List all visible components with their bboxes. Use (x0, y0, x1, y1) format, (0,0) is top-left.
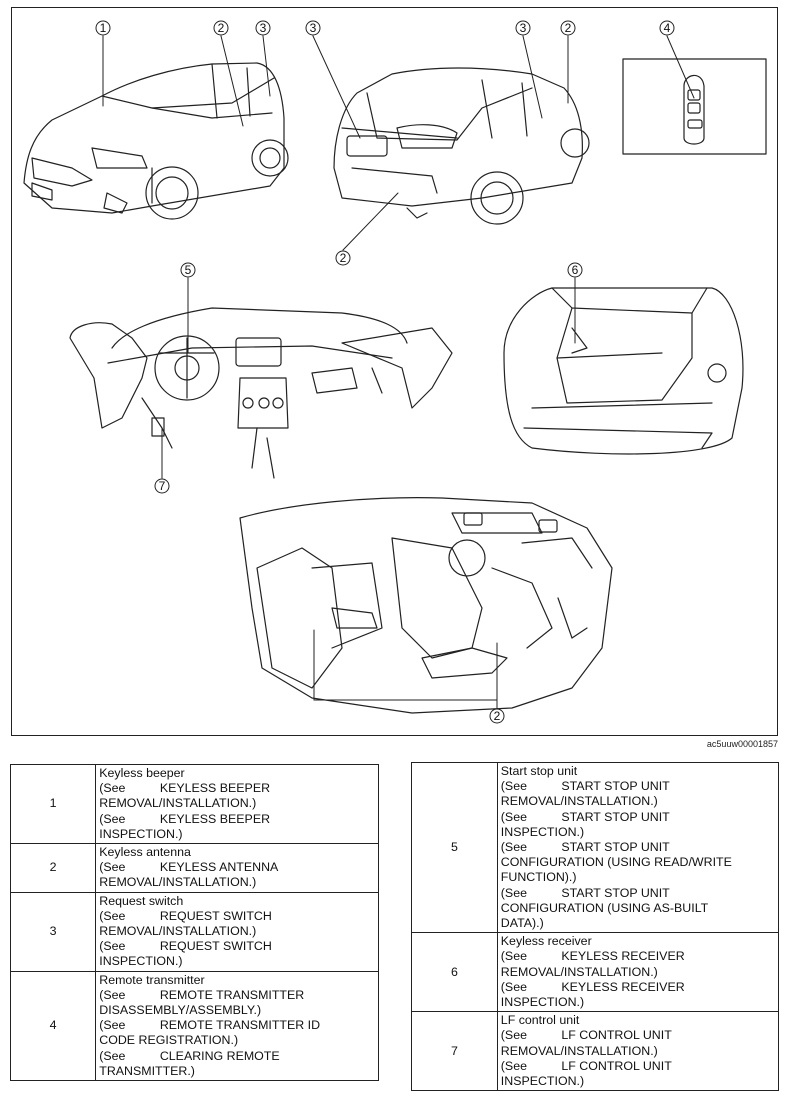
reference-line[interactable]: INSPECTION.) (500, 1074, 585, 1089)
component-name: Request switch (99, 893, 184, 908)
reference-line[interactable]: (See START STOP UNIT (500, 885, 670, 900)
component-name: Keyless beeper (99, 766, 185, 780)
reference-line[interactable]: CONFIGURATION (USING AS-BUILT (500, 900, 709, 915)
reference-line[interactable]: (See KEYLESS BEEPER (99, 811, 271, 826)
callout-2: 2 (494, 709, 501, 723)
remote-transmitter-illustration (622, 58, 767, 155)
callout-3: 3 (310, 21, 317, 35)
callout-leader-lines (102, 35, 695, 709)
reference-line[interactable]: (See REQUEST SWITCH (99, 908, 272, 923)
reference-line[interactable]: (See START STOP UNIT (500, 840, 670, 855)
figure-id: ac5uuw00001857 (706, 739, 778, 749)
reference-line[interactable]: CONFIGURATION (USING READ/WRITE (500, 855, 732, 870)
callout-2: 2 (340, 251, 347, 265)
item-number: 4 (9, 970, 97, 1082)
callout-3: 3 (520, 21, 527, 35)
reference-line[interactable]: (See KEYLESS ANTENNA (99, 860, 279, 875)
item-number: 2 (9, 843, 97, 893)
reference-line[interactable]: REMOVAL/INSTALLATION.) (99, 796, 257, 811)
reference-line[interactable]: (See KEYLESS RECEIVER (500, 979, 685, 994)
reference-line[interactable]: FUNCTION).) (500, 870, 577, 885)
reference-line[interactable]: (See START STOP UNIT (500, 809, 670, 824)
callout-1: 1 (100, 21, 107, 35)
item-description: Remote transmitter(See REMOTE TRANSMITTE… (95, 970, 379, 1082)
reference-line[interactable]: REMOVAL/INSTALLATION.) (500, 964, 658, 979)
reference-line[interactable]: DISASSEMBLY/ASSEMBLY.) (99, 1003, 262, 1018)
figure-illustration: 1 2 3 3 3 2 4 2 5 6 7 2 (23, 20, 767, 724)
callout-5: 5 (185, 263, 192, 277)
component-name: Remote transmitter (99, 972, 205, 987)
reference-line[interactable]: (See KEYLESS RECEIVER (500, 949, 685, 964)
reference-line[interactable]: DATA).) (500, 916, 544, 931)
reference-line[interactable]: (See KEYLESS BEEPER (99, 781, 271, 796)
component-name: LF control unit (500, 1013, 580, 1028)
cargo-area-illustration (503, 287, 744, 455)
callout-6: 6 (572, 263, 579, 277)
reference-line[interactable]: (See LF CONTROL UNIT (500, 1058, 672, 1073)
callout-3: 3 (260, 21, 267, 35)
rear-vehicle-illustration (333, 67, 590, 225)
reference-line[interactable]: CODE REGISTRATION.) (99, 1033, 239, 1048)
item-number: 5 (411, 761, 498, 934)
reference-line[interactable]: REMOVAL/INSTALLATION.) (99, 875, 257, 890)
reference-line[interactable]: (See START STOP UNIT (500, 779, 670, 794)
reference-line[interactable]: (See LF CONTROL UNIT (500, 1028, 672, 1043)
component-name: Keyless antenna (99, 845, 191, 860)
item-number: 1 (9, 763, 97, 845)
item-number: 6 (411, 932, 498, 1013)
reference-line[interactable]: (See REMOTE TRANSMITTER ID (99, 1018, 321, 1033)
vehicle-interior-illustration (239, 497, 613, 714)
front-vehicle-illustration (23, 62, 289, 220)
reference-line[interactable]: INSPECTION.) (500, 824, 585, 839)
reference-line[interactable]: (See CLEARING REMOTE (99, 1048, 280, 1063)
callout-4: 4 (664, 21, 671, 35)
reference-line[interactable]: (See REQUEST SWITCH (99, 939, 272, 954)
reference-line[interactable]: TRANSMITTER.) (99, 1063, 195, 1078)
callout-7: 7 (159, 479, 166, 493)
callout-2: 2 (565, 21, 572, 35)
dashboard-illustration (69, 307, 453, 479)
reference-line[interactable]: REMOVAL/INSTALLATION.) (500, 794, 658, 809)
component-name: Start stop unit (500, 764, 578, 778)
reference-line[interactable]: INSPECTION.) (500, 995, 585, 1010)
component-name: Keyless receiver (500, 934, 592, 949)
callout-2: 2 (218, 21, 225, 35)
reference-line[interactable]: INSPECTION.) (99, 954, 183, 969)
reference-line[interactable]: (See REMOTE TRANSMITTER (99, 987, 305, 1002)
reference-line[interactable]: INSPECTION.) (99, 826, 183, 841)
item-number: 3 (9, 891, 97, 972)
component-location-figure: 1 2 3 3 3 2 4 2 5 6 7 2 (11, 7, 778, 736)
reference-line[interactable]: REMOVAL/INSTALLATION.) (99, 924, 257, 939)
reference-line[interactable]: REMOVAL/INSTALLATION.) (500, 1043, 658, 1058)
item-number: 7 (411, 1011, 498, 1092)
